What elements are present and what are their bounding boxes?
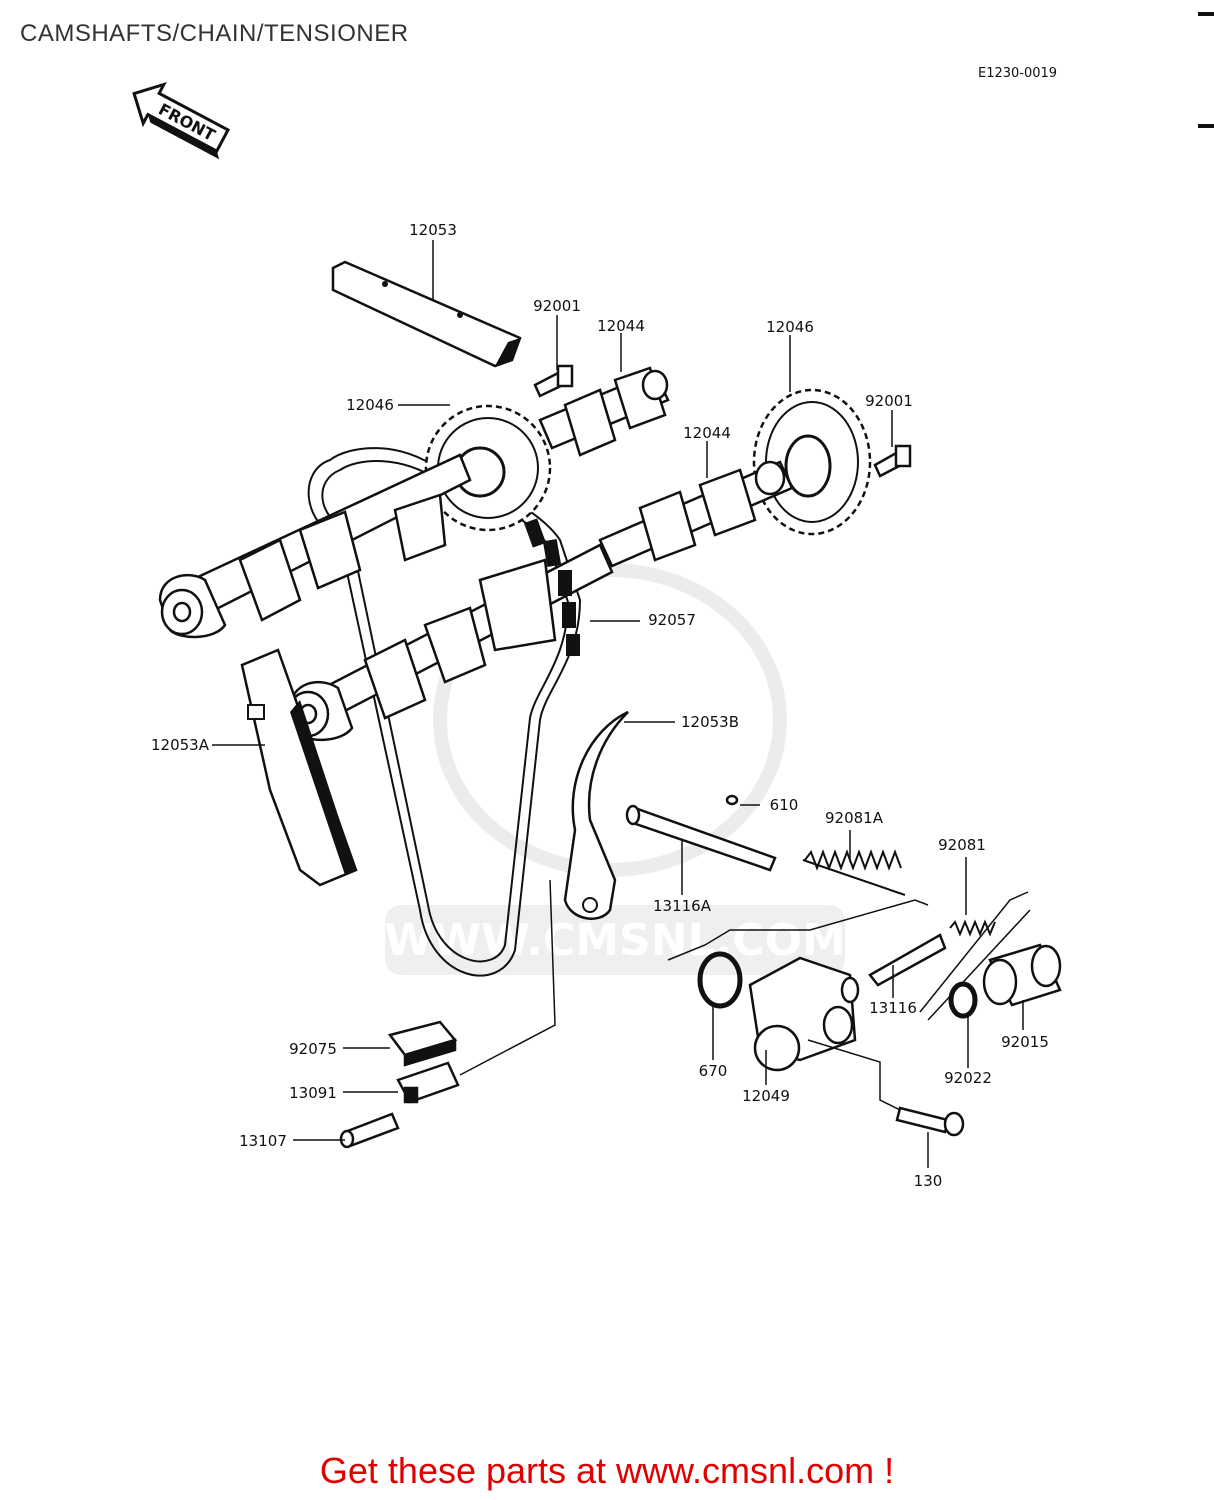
callout-label: 12049 [742,1087,790,1105]
callout-label: 92015 [1001,1033,1049,1051]
damper-92075 [387,1020,458,1067]
tensioner-plunger [868,933,947,987]
callout-label: 12053A [151,736,210,754]
parts-diagram: WWW.CMSNL.COM FRONT [132,81,1062,1190]
chain-links [523,518,580,656]
o-ring-670 [697,951,743,1009]
edge-mark [1198,124,1214,128]
callout-label: 13116A [653,897,712,915]
bolt-130 [895,1106,965,1137]
chain-guide-right [563,710,629,920]
bolt-92001-right [873,444,912,478]
callout-label: 12044 [597,317,645,335]
callout-label: 12044 [683,424,731,442]
spring-92081A [802,849,906,896]
callout-label: 610 [770,796,799,814]
callout-label: 670 [699,1062,728,1080]
tensioner-cap [982,943,1062,1007]
pin-13107 [339,1112,400,1149]
camshaft-upper [158,366,670,639]
callout-label: 130 [914,1172,943,1190]
camshaft-lower [286,460,794,742]
edge-mark [1198,12,1214,16]
callout-label: 13116 [869,999,917,1017]
callout-label: 92057 [648,611,696,629]
promo-banner[interactable]: Get these parts at www.cmsnl.com ! [0,1450,1214,1492]
callout-label: 92075 [289,1040,337,1058]
callout-label: 92001 [533,297,581,315]
bolt-92001-left [533,364,574,398]
diagram-code: E1230-0019 [978,66,1058,81]
callout-labels: 12053 92001 12044 12046 12046 92001 1204… [151,221,1049,1190]
callout-label: 12046 [346,396,394,414]
callout-label: 13091 [289,1084,337,1102]
chain-guide-top [331,260,522,368]
callout-label: 92001 [865,392,913,410]
cmsnl-link[interactable]: Get these parts at www.cmsnl.com ! [319,1450,895,1491]
front-arrow-icon: FRONT [132,81,231,160]
callout-label: 12046 [766,318,814,336]
holder-13091 [396,1061,460,1104]
callout-label: 12053 [409,221,457,239]
chain-guide-left [240,648,358,887]
page-title: CAMSHAFTS/CHAIN/TENSIONER [20,20,409,47]
watermark-text: WWW.CMSNL.COM [384,915,846,966]
tensioner-push-rod [625,794,777,872]
washer-92022 [948,981,978,1019]
callout-label: 92081A [825,809,884,827]
sprocket-left [424,404,552,532]
callout-label: 92022 [944,1069,992,1087]
leader-lines [212,240,1031,1168]
callout-label: 92081 [938,836,986,854]
callout-label: 12053B [681,713,739,731]
sprocket-right [752,388,872,536]
callout-label: 13107 [239,1132,287,1150]
